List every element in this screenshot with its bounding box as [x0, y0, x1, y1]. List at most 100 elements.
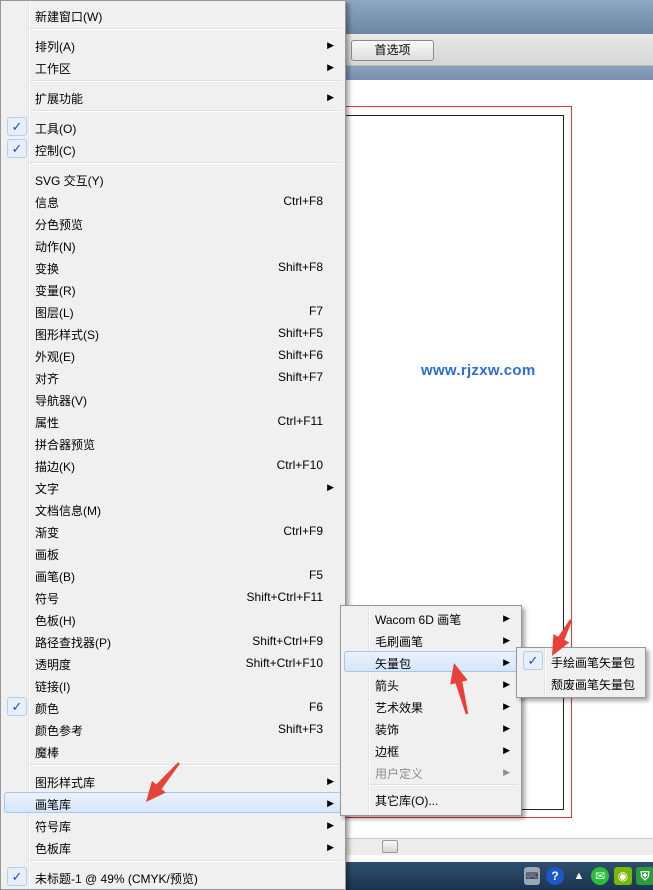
submenu-arrow-icon: ▶ [327, 776, 334, 786]
menu-item[interactable]: 拼合器预览 [4, 432, 342, 453]
menu-item[interactable]: 文字▶ [4, 476, 342, 497]
menu-separator [30, 860, 342, 862]
menu-item[interactable]: 画板 [4, 542, 342, 563]
menu-item-label: 图形样式(S) [35, 328, 99, 342]
menu-item[interactable]: 分色预览 [4, 212, 342, 233]
menu-item-label: 文字 [35, 482, 60, 496]
submenu-arrow-icon: ▶ [503, 613, 510, 623]
menu-item[interactable]: 图层(L)F7 [4, 300, 342, 321]
menu-item[interactable]: 装饰▶ [344, 717, 518, 738]
menu-item-label: 颜色参考 [35, 724, 84, 738]
menu-item[interactable]: 工作区▶ [4, 56, 342, 77]
menu-item[interactable]: 图形样式(S) Shift+F5 [4, 322, 342, 343]
menu-item-shortcut: Ctrl+F9 [283, 524, 323, 538]
menu-item-label: 颓废画笔矢量包 [551, 678, 636, 692]
submenu-arrow-icon: ▶ [503, 679, 510, 689]
menu-item[interactable]: 扩展功能▶ [4, 86, 342, 107]
menu-item[interactable]: 图形样式库 ▶ [4, 770, 342, 791]
menu-item[interactable]: 矢量包▶ [344, 651, 518, 672]
menu-item[interactable]: 动作(N) [4, 234, 342, 255]
submenu-arrow-icon: ▶ [503, 767, 510, 777]
submenu-arrow-icon: ▶ [327, 820, 334, 830]
menu-item-label: 箭头 [375, 679, 400, 693]
menu-item[interactable]: 链接(I) [4, 674, 342, 695]
menu-item[interactable]: 色板库▶ [4, 836, 342, 857]
menu-item[interactable]: 毛刷画笔▶ [344, 629, 518, 650]
menu-item[interactable]: 画笔(B)F5 [4, 564, 342, 585]
menu-item-shortcut: Shift+Ctrl+F9 [252, 634, 323, 648]
menu-item-label: 用户定义 [375, 767, 424, 781]
menu-item-label: Wacom 6D 画笔 [375, 613, 462, 627]
checkmark-icon: ✓ [7, 139, 27, 158]
menu-item[interactable]: 外观(E)Shift+F6 [4, 344, 342, 365]
menu-item[interactable]: 导航器(V) [4, 388, 342, 409]
menu-item[interactable]: 新建窗口(W) [4, 4, 342, 25]
menu-item[interactable]: 其它库(O)... [344, 788, 518, 809]
menu-item-label: 毛刷画笔 [375, 635, 424, 649]
menu-item-shortcut: Shift+Ctrl+F11 [246, 590, 323, 604]
menu-item-shortcut: Ctrl+F11 [277, 414, 323, 428]
menu-item[interactable]: 路径查找器(P)Shift+Ctrl+F9 [4, 630, 342, 651]
menu-item[interactable]: 符号库▶ [4, 814, 342, 835]
menu-item[interactable]: 画笔库▶ [4, 792, 342, 813]
menu-item-label: 排列(A) [35, 40, 75, 54]
menu-item[interactable]: 颓废画笔矢量包 [520, 672, 642, 693]
checkmark-icon: ✓ [7, 867, 27, 886]
menu-item-shortcut: Shift+F5 [277, 326, 323, 340]
menu-item-label: 工具(O) [35, 122, 77, 136]
scrollbar-thumb[interactable] [382, 840, 398, 853]
submenu-arrow-icon: ▶ [503, 657, 510, 667]
menu-item-label: 画板 [35, 548, 60, 562]
menu-item[interactable]: 色板(H) [4, 608, 342, 629]
shield-icon[interactable]: ⛨ [636, 867, 653, 885]
menu-item[interactable]: 边框 ▶ [344, 739, 518, 760]
menu-item[interactable]: 描边(K)Ctrl+F10 [4, 454, 342, 475]
menu-item-label: 画笔库 [35, 798, 72, 812]
submenu-arrow-icon: ▶ [503, 745, 510, 755]
nvidia-icon[interactable]: ◉ [614, 867, 632, 885]
menu-item[interactable]: 魔棒 [4, 740, 342, 761]
menu-item[interactable]: ✓未标题-1 @ 49% (CMYK/预览) [4, 866, 342, 887]
menu-item[interactable]: 文档信息(M) [4, 498, 342, 519]
wechat-icon[interactable]: ✉ [591, 867, 609, 885]
horizontal-scrollbar[interactable] [340, 838, 653, 855]
keyboard-icon[interactable]: ⌨ [524, 867, 540, 885]
menu-item-label: 色板库 [35, 842, 72, 856]
expand-tray-icon[interactable]: ▲ [573, 870, 585, 882]
submenu-arrow-icon: ▶ [327, 40, 334, 50]
menu-item[interactable]: 排列(A) ▶ [4, 34, 342, 55]
menu-item[interactable]: 艺术效果▶ [344, 695, 518, 716]
menu-item-label: 符号 [35, 592, 60, 606]
menu-item-label: 边框 [375, 745, 400, 759]
menu-item[interactable]: 符号 Shift+Ctrl+F11 [4, 586, 342, 607]
menu-item-label: 扩展功能 [35, 92, 84, 106]
vector-pack-submenu: ✓手绘画笔矢量包颓废画笔矢量包 [516, 647, 646, 698]
menu-item[interactable]: Wacom 6D 画笔 ▶ [344, 607, 518, 628]
menu-item-label: 图形样式库 [35, 776, 96, 790]
menu-separator [370, 784, 518, 786]
menu-item-label: 魔棒 [35, 746, 60, 760]
menu-item[interactable]: 箭头 ▶ [344, 673, 518, 694]
menu-item-label: 新建窗口(W) [35, 10, 103, 24]
window-menu: 新建窗口(W)排列(A)▶工作区▶扩展功能▶✓工具(O)✓控制(C)SVG 交互… [0, 0, 346, 890]
menu-item-label: 外观(E) [35, 350, 75, 364]
menu-item[interactable]: ✓工具(O) [4, 116, 342, 137]
menu-item[interactable]: SVG 交互(Y) [4, 168, 342, 189]
menu-item-label: 装饰 [375, 723, 400, 737]
preferences-button[interactable]: 首选项 [351, 40, 434, 61]
menu-item-label: 链接(I) [35, 680, 71, 694]
menu-item[interactable]: ✓手绘画笔矢量包 [520, 650, 642, 671]
menu-item[interactable]: ✓控制(C) [4, 138, 342, 159]
help-icon[interactable]: ? [546, 867, 564, 885]
menu-separator [30, 28, 342, 30]
menu-item[interactable]: 变量(R) [4, 278, 342, 299]
menu-item-label: 手绘画笔矢量包 [551, 656, 636, 670]
